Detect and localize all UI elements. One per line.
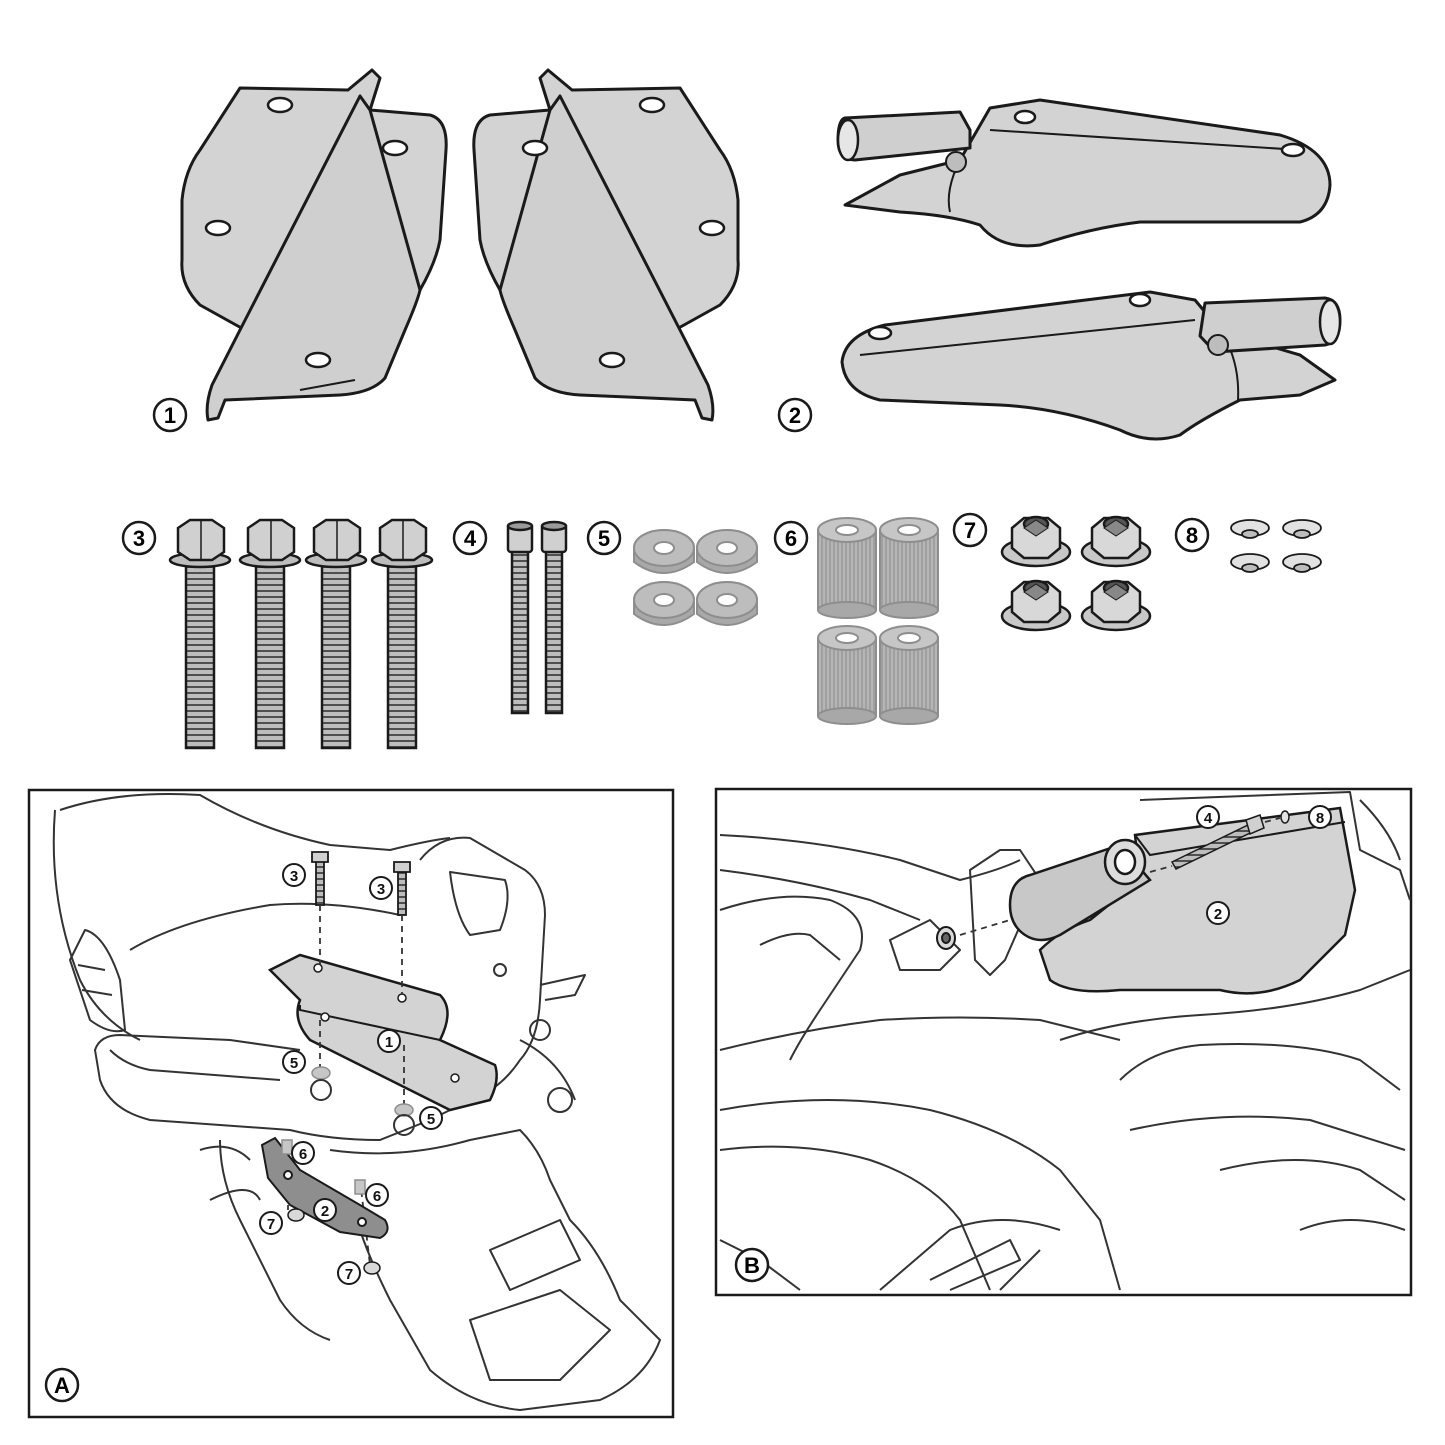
- callout-a-1: 1: [377, 1029, 401, 1053]
- panel-a-bracket-2: [260, 1136, 389, 1240]
- bolt-2: [238, 518, 302, 750]
- callout-a-5-left: 5: [282, 1050, 306, 1074]
- part-labels: 1 2 3 4 5 6 7 8: [121, 397, 1210, 556]
- part-number-8: 8: [1186, 523, 1198, 548]
- callout-a-6-top: 6: [291, 1141, 315, 1165]
- callout-a-3-left-text: 3: [290, 868, 298, 885]
- panel-a-label-text: A: [54, 1373, 70, 1398]
- part-4-screws: [506, 520, 568, 715]
- panel-b-nut: [936, 926, 956, 950]
- panel-b-label-text: B: [744, 1253, 760, 1278]
- part-number-3: 3: [133, 526, 145, 551]
- panel-b-tube: [1008, 838, 1152, 942]
- part-1-left-flange: [205, 94, 422, 422]
- part-label-7: 7: [952, 512, 988, 548]
- callout-a-7-left: 7: [259, 1211, 283, 1235]
- callout-b-4-text: 4: [1204, 810, 1213, 827]
- callout-a-5-right-text: 5: [427, 1111, 435, 1128]
- callout-a-3-left: 3: [282, 863, 306, 887]
- part-number-6: 6: [785, 526, 797, 551]
- part-number-7: 7: [964, 518, 976, 543]
- part-2-upper-bracket: [843, 98, 1332, 248]
- part-number-2: 2: [789, 403, 801, 428]
- panel-a: 3 3 1 5 5 6 6 2 7 7 A: [27, 788, 675, 1419]
- bolt-4: [370, 518, 434, 750]
- callout-a-6-right-text: 6: [373, 1188, 381, 1205]
- part-5-washers: [633, 529, 758, 626]
- callout-a-5-right: 5: [419, 1106, 443, 1130]
- panel-a-label: A: [44, 1367, 80, 1403]
- part-number-5: 5: [598, 526, 610, 551]
- part-2-brackets: [836, 98, 1342, 441]
- callout-a-2: 2: [313, 1198, 337, 1222]
- part-label-5: 5: [586, 520, 622, 556]
- callout-a-7-right-text: 7: [345, 1266, 353, 1283]
- callout-a-6-top-text: 6: [299, 1146, 307, 1163]
- panel-a-bolts-3: [311, 851, 411, 916]
- part-label-4: 4: [452, 520, 488, 556]
- part-label-1: 1: [152, 397, 188, 433]
- part-8-caps: [1230, 519, 1322, 573]
- part-label-8: 8: [1174, 517, 1210, 553]
- callout-b-8: 8: [1308, 805, 1332, 829]
- callout-a-2-text: 2: [321, 1203, 329, 1220]
- callout-a-7-left-text: 7: [267, 1216, 275, 1233]
- part-3-bolts: [168, 518, 434, 750]
- callout-a-7-right: 7: [337, 1261, 361, 1285]
- panel-a-callouts: 3 3 1 5 5 6 6 2 7 7: [259, 863, 443, 1285]
- bolt-1: [168, 518, 232, 750]
- part-1-plates: [180, 68, 740, 422]
- part-number-1: 1: [164, 403, 176, 428]
- part-number-4: 4: [464, 526, 477, 551]
- callout-b-2-text: 2: [1214, 906, 1222, 923]
- panel-b-screw-4: [1170, 810, 1290, 870]
- callout-b-8-text: 8: [1316, 810, 1324, 827]
- part-7-nuts: [1000, 515, 1152, 632]
- callout-b-4: 4: [1196, 805, 1220, 829]
- part-1-right-flange: [498, 94, 715, 422]
- part-label-6: 6: [773, 520, 809, 556]
- part-label-3: 3: [121, 520, 157, 556]
- panel-b-label: B: [734, 1247, 770, 1283]
- panel-b: 4 8 2 B: [714, 787, 1413, 1297]
- part-6-spacers: [817, 517, 939, 725]
- callout-b-2: 2: [1206, 901, 1230, 925]
- callout-a-3-right-text: 3: [377, 881, 385, 898]
- callout-a-3-right: 3: [369, 876, 393, 900]
- bolt-3: [304, 518, 368, 750]
- callout-a-6-right: 6: [365, 1183, 389, 1207]
- panel-b-callouts: 4 8 2: [1196, 805, 1332, 925]
- callout-a-5-left-text: 5: [290, 1055, 298, 1072]
- part-label-2: 2: [777, 397, 813, 433]
- callout-a-1-text: 1: [385, 1034, 393, 1051]
